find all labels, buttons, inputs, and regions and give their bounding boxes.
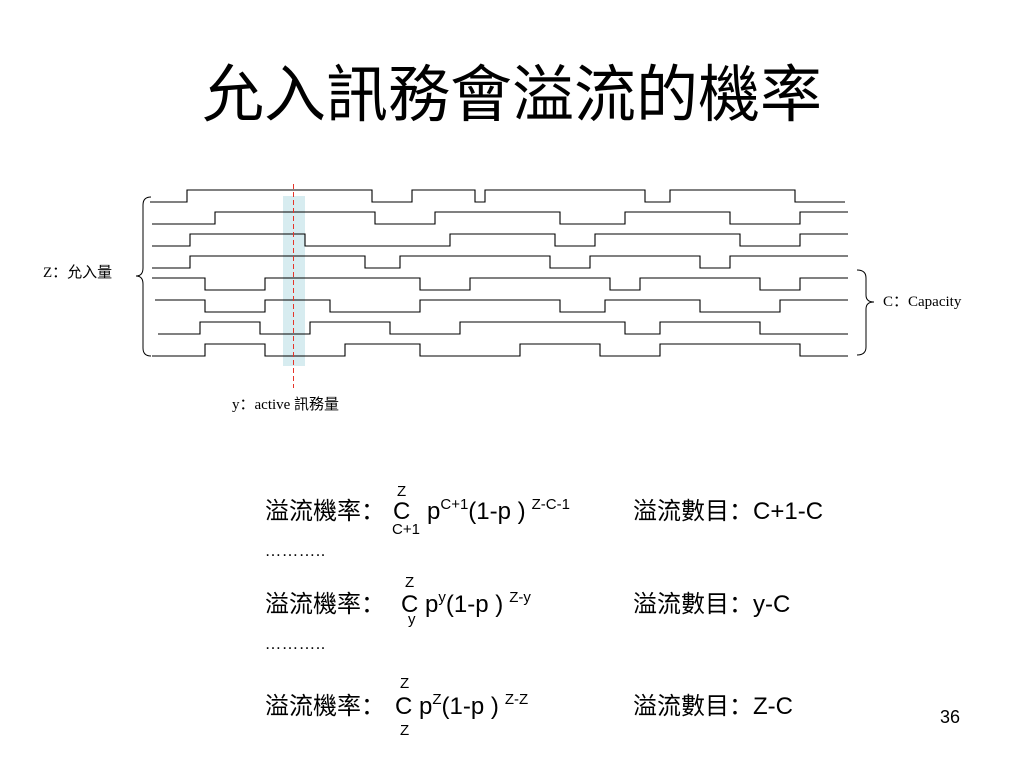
combination-symbol: C xyxy=(395,693,413,720)
expression-factor: (1-p ) xyxy=(468,498,526,525)
expression-factor: (1-p ) xyxy=(441,693,499,720)
traffic-lines xyxy=(150,189,848,357)
expression-base: p xyxy=(425,591,439,618)
slide-title: 允入訊務會溢流的機率 xyxy=(201,62,822,130)
combination-upper-index: Z xyxy=(397,483,407,500)
traffic-line-7 xyxy=(158,321,848,335)
overflow-count-value: Z-C xyxy=(753,693,793,720)
combination-symbol: C xyxy=(393,498,411,525)
probability-expression: pC+1(1-p ) Z-C-1 xyxy=(427,496,570,527)
expression-exponent-1: y xyxy=(438,589,446,606)
expression-exponent-2: Z-Z xyxy=(504,691,529,708)
overflow-formula-row-1: 溢流機率： C Z C+1 pC+1(1-p )Z-C-1 溢流數目：C+1-C xyxy=(0,484,1024,537)
combination-lower-index: y xyxy=(408,611,416,628)
admitted-brace xyxy=(135,196,152,357)
ellipsis-2: ……….. xyxy=(265,636,326,653)
page-number: 36 xyxy=(940,707,961,727)
overflow-formula-row-3: 溢流機率： C Z Z pZ(1-p )Z-Z 溢流數目：Z-C xyxy=(0,676,1024,738)
overflow-count-value: y-C xyxy=(753,591,791,618)
capacity-label: C：Capacity xyxy=(883,294,962,310)
traffic-line-8 xyxy=(152,343,848,357)
overflow-count: 溢流數目：y-C xyxy=(633,593,790,620)
traffic-line-5 xyxy=(152,277,848,291)
overflow-count-value: C+1-C xyxy=(753,498,824,525)
expression-exponent-2: Z-y xyxy=(509,589,531,606)
overflow-probability-label: 溢流機率： xyxy=(265,694,385,720)
combination-lower-index: Z xyxy=(400,722,410,739)
probability-expression: pZ(1-p ) Z-Z xyxy=(419,691,528,722)
overflow-probability-label: 溢流機率： xyxy=(265,499,385,525)
overflow-count-label: 溢流數目： xyxy=(633,694,753,720)
combination-upper-index: Z xyxy=(405,574,415,591)
traffic-line-3 xyxy=(152,233,848,247)
active-traffic-label: y：active 訊務量 xyxy=(232,397,340,413)
probability-expression: py(1-p ) Z-y xyxy=(425,589,531,620)
overflow-count: 溢流數目：Z-C xyxy=(633,695,793,722)
overflow-count-label: 溢流數目： xyxy=(633,592,753,618)
expression-exponent-1: Z xyxy=(432,691,442,708)
overflow-probability-label: 溢流機率： xyxy=(265,592,385,618)
combination-lower-index: C+1 xyxy=(392,521,420,538)
admitted-load-label: Z：允入量 xyxy=(43,265,113,281)
overflow-count-label: 溢流數目： xyxy=(633,499,753,525)
overflow-formula-row-2: 溢流機率： C Z y py(1-p )Z-y 溢流數目：y-C xyxy=(0,575,1024,627)
expression-base: p xyxy=(427,498,441,525)
traffic-line-4 xyxy=(152,255,848,269)
combination-symbol: C xyxy=(401,591,419,618)
overflow-count: 溢流數目：C+1-C xyxy=(633,500,823,527)
ellipsis-1: ……….. xyxy=(265,543,326,560)
capacity-brace xyxy=(856,269,875,356)
expression-factor: (1-p ) xyxy=(445,591,504,618)
combination-upper-index: Z xyxy=(400,675,410,692)
expression-base: p xyxy=(419,693,433,720)
traffic-line-2 xyxy=(152,211,848,225)
traffic-line-6 xyxy=(155,299,848,313)
traffic-line-1 xyxy=(150,189,845,203)
expression-exponent-1: C+1 xyxy=(440,496,469,513)
expression-exponent-2: Z-C-1 xyxy=(531,496,570,513)
